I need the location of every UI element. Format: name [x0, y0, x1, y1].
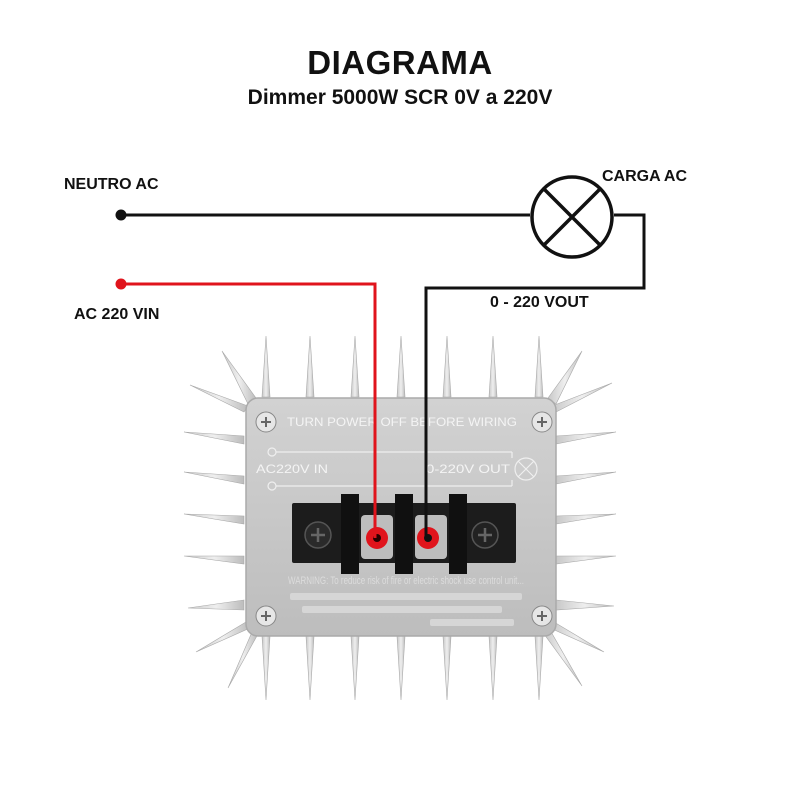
heatsink-fin — [195, 621, 251, 653]
heatsink-fin — [227, 631, 259, 689]
live-wire — [121, 282, 377, 538]
heatsink-fin — [305, 635, 315, 701]
mounting-screws — [255, 411, 553, 627]
heatsink-fin — [350, 335, 360, 398]
lamp-symbol-icon — [514, 457, 538, 481]
heatsink-fin — [221, 350, 257, 405]
heatsink-fin — [183, 431, 245, 445]
heatsink-fin — [488, 335, 498, 398]
terminal-block — [292, 494, 516, 574]
heatsink-fin — [183, 471, 245, 485]
load-label: CARGA AC — [602, 168, 688, 185]
diagram-title: DIAGRAMA — [307, 44, 493, 81]
diagram-subtitle: Dimmer 5000W SCR 0V a 220V — [247, 86, 553, 109]
plate-warning-bottom: WARNING: To reduce risk of fire or elect… — [288, 575, 524, 587]
heatsink-fin — [396, 635, 406, 701]
heatsink-fin — [261, 335, 271, 398]
plate-schematic — [267, 447, 538, 491]
neutral-terminal-dot — [115, 209, 127, 221]
neutral-wire — [121, 213, 646, 538]
output-label: 0 - 220 VOUT — [490, 294, 589, 311]
terminal-divider — [449, 494, 467, 574]
heatsink-fin — [350, 635, 360, 701]
heatsink-fin — [547, 350, 583, 405]
heatsink-fin — [555, 513, 617, 525]
heatsink-fin — [183, 555, 245, 565]
plate-input-label: AC220V IN — [256, 462, 328, 476]
plate-warning-top: TURN POWER OFF BEFORE WIRING — [287, 415, 517, 429]
plate-output-label: 0-220V OUT — [426, 462, 511, 476]
heatsink-fin — [187, 599, 245, 611]
heatsink-fin — [488, 635, 498, 701]
terminal-divider — [341, 494, 359, 574]
heatsink-fin — [534, 635, 544, 701]
heatsink-fin — [396, 335, 406, 398]
plate-warning-lines — [290, 593, 522, 626]
heatsink-fin — [261, 635, 271, 701]
input-label: AC 220 VIN — [74, 306, 160, 323]
heatsink-fin — [555, 431, 617, 445]
heatsink-fin — [555, 471, 617, 485]
heatsink-fin — [183, 513, 245, 525]
heatsink — [183, 335, 617, 701]
heatsink-fin — [534, 335, 544, 398]
heatsink-fin — [442, 635, 452, 701]
live-terminal-dot — [115, 278, 127, 290]
heatsink-fin — [555, 599, 615, 611]
lamp-load-icon — [530, 175, 614, 259]
heatsink-fin — [442, 335, 452, 398]
neutral-label: NEUTRO AC — [64, 176, 159, 193]
heatsink-fin — [555, 555, 617, 565]
heatsink-fin — [189, 384, 249, 413]
terminal-divider — [395, 494, 413, 574]
heatsink-fin — [305, 335, 315, 398]
